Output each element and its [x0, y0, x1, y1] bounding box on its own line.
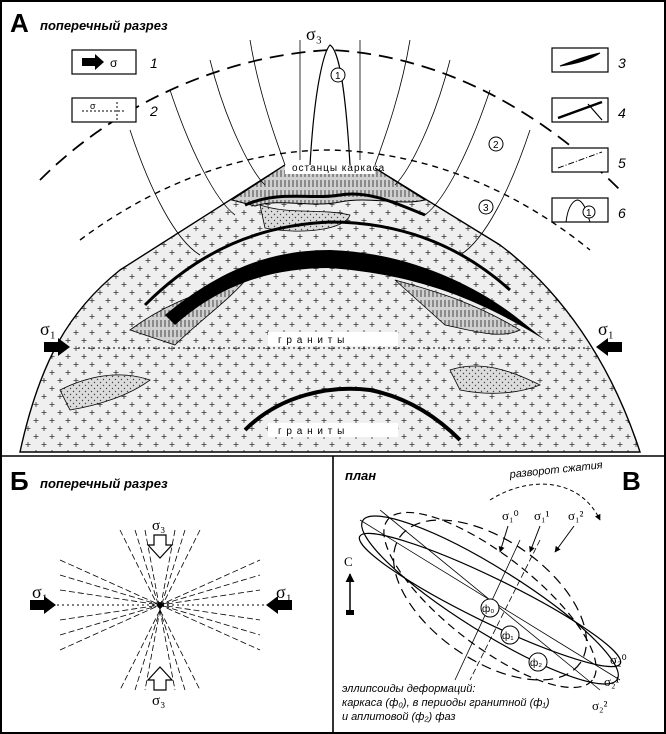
sigma3-label: σ₃: [306, 24, 322, 44]
contour-1-number: 1: [335, 71, 341, 82]
crossing-faults-icon: [557, 100, 603, 121]
contour-3: [79, 149, 591, 251]
rotation-label: разворот сжатия: [508, 459, 603, 481]
granites-label-upper: г р а н и т ы: [278, 335, 345, 346]
panel-b-sigma3-bottom: σ₃: [152, 693, 165, 709]
legend-item-5: 5: [551, 147, 626, 173]
contour-3-number: 3: [483, 203, 489, 214]
sigma1-arrows: [498, 525, 575, 553]
arrow-sigma-icon: [82, 54, 104, 70]
shear-lens-icon: [559, 52, 601, 67]
legend-item-4: 4: [551, 97, 626, 123]
sigma2-2-label: σ₂²: [592, 698, 608, 713]
legend-number-1: 1: [150, 55, 158, 71]
xenolith-band: [449, 365, 541, 394]
phase-2-label: ф₂: [530, 657, 542, 669]
contour-2-marker: [488, 136, 504, 152]
shear-zone-line: [244, 192, 426, 217]
sigma3-up-arrow-icon: [146, 666, 174, 691]
panel-b-center: [157, 602, 163, 608]
legend-item-2: σ 2: [71, 97, 158, 123]
sigma-cross-icon: σ: [90, 101, 96, 111]
lower-shear-zone: [243, 386, 462, 442]
legend-item-6: 1 6: [551, 197, 626, 223]
panel-b-title: поперечный разрез: [40, 476, 168, 491]
granites-label-lower: г р а н и т ы: [278, 426, 345, 437]
panel-b-sigma3-top: σ₃: [152, 518, 165, 534]
sigma1-left-arrow-icon: [44, 338, 70, 356]
xenolith-band: [259, 204, 351, 232]
remnants-label: останцы каркаса: [292, 163, 385, 174]
legend-number-3: 3: [618, 55, 626, 71]
granite-massif: [19, 164, 641, 453]
shear-zone-thick: [165, 250, 545, 340]
sigma1-left-arrow-icon: [30, 596, 56, 614]
svg-text:σ: σ: [110, 56, 118, 70]
contour-3-marker: [478, 199, 494, 215]
legend-item-1: σ 1: [71, 49, 158, 75]
panel-a-letter: А: [10, 8, 29, 38]
panel-v-letter: В: [622, 466, 641, 496]
north-label: С: [344, 554, 353, 569]
caption-line-1: эллипсоиды деформаций:: [342, 683, 475, 695]
rotation-arrow-icon: [489, 483, 601, 521]
xenolith-band: [59, 374, 151, 411]
xenolith-band: [394, 279, 521, 335]
legend-number-6: 6: [618, 205, 626, 221]
panel-b-sigma1-right: σ₁: [276, 582, 292, 602]
panel-b: Б поперечный разрез σ₃ σ₃ σ₁ σ₁: [10, 466, 292, 709]
legend-number-2: 2: [149, 103, 158, 119]
panel-b-letter: Б: [10, 466, 29, 496]
caption-line-3: и аплитовой (ф₂) фаз: [342, 711, 455, 723]
legend-item-3: 3: [551, 47, 626, 73]
caption-line-2: каркаса (ф₀), в периоды гранитной (ф₁): [342, 697, 550, 709]
svg-text:1: 1: [586, 208, 592, 219]
contour-2-number: 2: [493, 140, 499, 151]
legend-number-5: 5: [618, 155, 626, 171]
panel-v: план В разворот сжатия σ₁⁰ σ₁¹ σ₁² С: [342, 459, 641, 723]
stress-trajectories: [129, 39, 531, 256]
sigma1-right-arrow-icon: [596, 338, 622, 356]
sigma2-1-label: σ₂¹: [604, 674, 620, 689]
sigma1-1-label: σ₁¹: [534, 508, 550, 523]
sigma3-down-arrow-icon: [146, 534, 174, 559]
panel-a: А поперечный разрез останцы каркаса: [10, 8, 641, 453]
sigma1-0-label: σ₁⁰: [502, 508, 519, 523]
sigma1-right-arrow-icon: [266, 596, 292, 614]
panel-v-title: план: [345, 468, 376, 483]
contour-1-marker: [330, 67, 346, 83]
sigma1-2-label: σ₁²: [568, 508, 584, 523]
phase-2-marker: [528, 652, 548, 672]
sigma1-right-label: σ₁: [598, 319, 614, 339]
phase-0-marker: [480, 598, 500, 618]
deformation-ellipses: [358, 511, 622, 689]
contour-1: [309, 44, 351, 166]
phase-0-label: ф₀: [482, 603, 494, 615]
sigma1-left-label: σ₁: [40, 319, 56, 339]
panel-b-sigma1-left: σ₁: [32, 582, 48, 602]
phase-1-label: ф₁: [502, 630, 514, 642]
panel-a-title: поперечный разрез: [40, 18, 168, 33]
phase-1-marker: [500, 625, 520, 645]
dash-dot-line-icon: [557, 151, 603, 169]
legend-number-4: 4: [618, 105, 626, 121]
sigma2-0-label: σ₂⁰: [610, 652, 627, 667]
